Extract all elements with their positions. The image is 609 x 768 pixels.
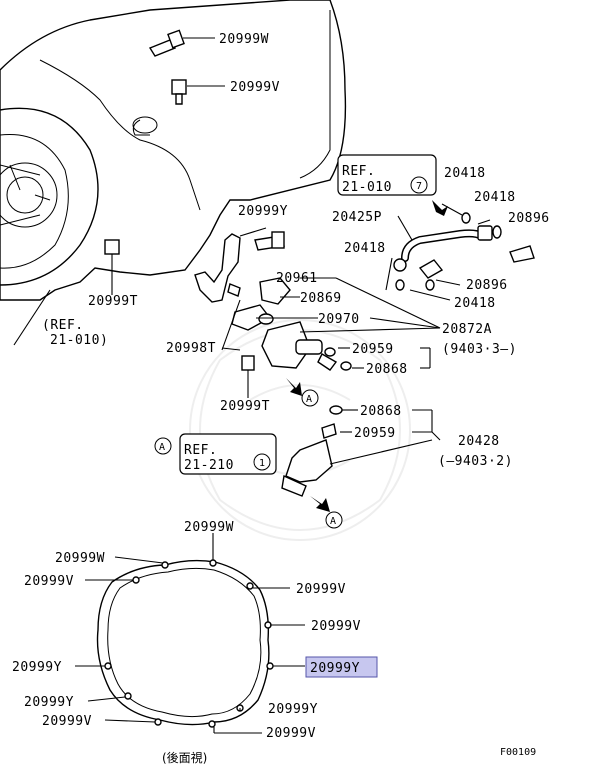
label-gasket-20999y-right[interactable]: 20999Y: [310, 661, 360, 676]
label-20896-1[interactable]: 20896: [508, 211, 550, 226]
label-20961[interactable]: 20961: [276, 271, 318, 286]
label-gasket-20999w[interactable]: 20999W: [184, 520, 234, 535]
ref3-code: 21-210: [184, 458, 234, 473]
label-20959-1[interactable]: 20959: [352, 342, 394, 357]
figure-code: F00109: [500, 747, 536, 758]
ref1-num: 7: [416, 181, 422, 192]
marker-a-upper: [301, 389, 319, 407]
label-20970[interactable]: 20970: [318, 312, 360, 327]
ref3-num: 1: [259, 458, 265, 469]
label-20418-3[interactable]: 20418: [344, 241, 386, 256]
label-gasket-20999y-br[interactable]: 20999Y: [268, 702, 318, 717]
label-20872a[interactable]: 20872A: [442, 322, 492, 337]
ref3-number-circle: [253, 453, 271, 471]
bolt-20999v-top: [171, 79, 225, 105]
marker-a-ref-text: A: [159, 442, 165, 453]
ref2-code: 21-010): [50, 333, 108, 348]
highlight-20999y: [305, 656, 378, 678]
label-20999t-lower[interactable]: 20999T: [220, 399, 270, 414]
slave-cylinder-lower: [281, 405, 343, 497]
label-20999t-left[interactable]: 20999T: [88, 294, 138, 309]
arrow-a-lower: [310, 496, 330, 512]
label-gasket-20999v-r2[interactable]: 20999V: [311, 619, 361, 634]
ref-arrow: [432, 200, 448, 216]
ref1-title: REF.: [342, 164, 375, 179]
label-range-1: (9403·3–): [442, 342, 517, 357]
label-20868-1[interactable]: 20868: [366, 362, 408, 377]
bolt-20999w-top: [148, 29, 215, 57]
label-gasket-20999v-r1[interactable]: 20999V: [296, 582, 346, 597]
ref3-title: REF.: [184, 443, 217, 458]
label-20428[interactable]: 20428: [458, 434, 500, 449]
label-20418-1[interactable]: 20418: [444, 166, 486, 181]
bracket-assembly: [194, 227, 285, 303]
label-20999w-top[interactable]: 20999W: [219, 32, 269, 47]
ref-box-21-210-1: [179, 433, 277, 475]
label-20896-2[interactable]: 20896: [466, 278, 508, 293]
ref2-leader: [13, 289, 51, 346]
label-20869[interactable]: 20869: [300, 291, 342, 306]
label-rear-view: (後面視): [162, 750, 207, 765]
arrow-a-upper: [286, 378, 302, 396]
label-gasket-20999y-left2[interactable]: 20999Y: [24, 695, 74, 710]
label-20868-2[interactable]: 20868: [360, 404, 402, 419]
ref1-number-circle: [410, 176, 428, 194]
gasket-outline: [75, 533, 305, 734]
label-gasket-20999y-left[interactable]: 20999Y: [12, 660, 62, 675]
label-gasket-20999v-bl[interactable]: 20999V: [42, 714, 92, 729]
bolt-20999t-left: [104, 239, 120, 295]
slave-cylinder-upper: [227, 277, 352, 371]
pipe-20425p: [393, 212, 535, 291]
ref2-title: (REF.: [42, 318, 84, 333]
label-gasket-20999w-2[interactable]: 20999W: [55, 551, 105, 566]
label-20998t[interactable]: 20998T: [166, 341, 216, 356]
marker-a-ref: [154, 437, 172, 455]
part-labels: 20999W 20999V 20999Y 20999T REF. 21-010 …: [12, 32, 550, 765]
label-gasket-20999v-bottom[interactable]: 20999V: [266, 726, 316, 741]
marker-a-upper-text: A: [306, 394, 312, 405]
label-range-2: (–9403·2): [438, 454, 513, 469]
clutch-cover: [0, 107, 99, 286]
label-gasket-20999v-left[interactable]: 20999V: [24, 574, 74, 589]
ref1-code: 21-010: [342, 180, 392, 195]
marker-a-lower-text: A: [330, 516, 336, 527]
marker-a-lower: [325, 511, 343, 529]
label-20959-2[interactable]: 20959: [354, 426, 396, 441]
leader-lines: [221, 219, 491, 465]
label-20425p[interactable]: 20425P: [332, 210, 382, 225]
label-20418-2[interactable]: 20418: [474, 190, 516, 205]
label-20999y-mid[interactable]: 20999Y: [238, 204, 288, 219]
label-20418-4[interactable]: 20418: [454, 296, 496, 311]
label-20999v-top[interactable]: 20999V: [230, 80, 280, 95]
